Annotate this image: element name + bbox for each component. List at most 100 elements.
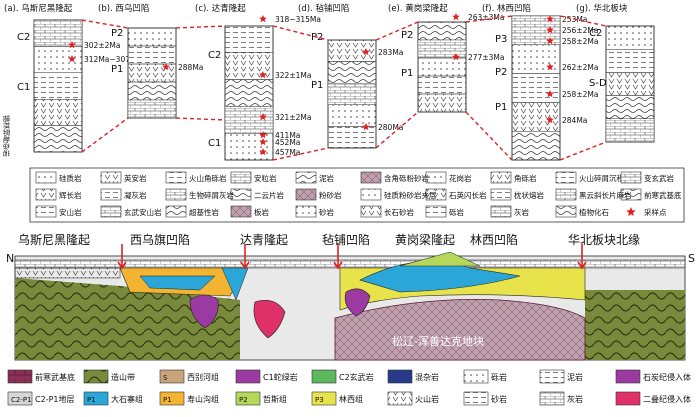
basement-note: 锡林郭勒杂岩	[2, 115, 11, 157]
sample-star	[546, 15, 554, 23]
lithology-band	[511, 73, 561, 103]
volcanic-edifice	[359, 260, 521, 293]
sample-star	[259, 71, 267, 79]
legend-symbol	[360, 205, 382, 218]
legend-symbol	[425, 188, 447, 201]
sample-star	[546, 37, 554, 45]
correlation-line	[175, 117, 226, 121]
period-label: P2	[495, 67, 507, 78]
age-label: 321±2Ma	[275, 113, 311, 122]
correlation-line	[81, 117, 129, 153]
lithology-band	[327, 104, 377, 127]
lithology-band	[327, 82, 377, 105]
legend-label: C2玄武岩	[339, 372, 374, 382]
sample-star	[259, 15, 267, 23]
legend-swatch	[235, 369, 261, 384]
legend-label: 砂岩	[319, 207, 334, 217]
dashizhai-layer	[139, 275, 216, 291]
column-title: (a). 乌斯尼黑隆起	[4, 3, 73, 14]
period-label: P1	[111, 64, 123, 75]
column-title: (f). 林西凹陷	[482, 3, 531, 14]
legend-label: 混杂岩	[415, 372, 439, 382]
lithology-band	[417, 39, 467, 59]
legend-swatch	[387, 391, 413, 406]
legend-swatch-symbol: S	[163, 374, 168, 382]
lithology-band	[224, 132, 274, 161]
legend-symbol	[230, 171, 252, 184]
column-f: (f). 林西凹陷P3P2P1253Ma256±2Ma258±2Ma262±2M…	[482, 3, 598, 161]
legend-label: 前寒武基底	[35, 372, 75, 382]
legend-symbol	[360, 188, 382, 201]
lithology-band	[127, 27, 177, 47]
orogenic-belt-south	[585, 290, 685, 360]
age-label: 262±2Ma	[562, 63, 598, 72]
lithology-band	[127, 63, 177, 83]
age-label: 283Ma	[378, 48, 403, 57]
correlation-line	[375, 21, 419, 41]
period-label: P1	[495, 102, 507, 113]
orogenic-belt-north	[15, 278, 240, 360]
age-label: 318~315Ma	[275, 15, 321, 24]
legend-symbol	[165, 205, 187, 218]
correlation-line	[375, 111, 419, 149]
sample-star	[259, 131, 267, 139]
lithology-band	[327, 126, 377, 149]
legend-symbol	[100, 171, 122, 184]
legend-symbol	[620, 171, 642, 184]
legend-label: 变玄武岩	[644, 173, 674, 183]
age-label: 288Ma	[178, 63, 203, 72]
legend-label: 花岗岩	[449, 173, 472, 183]
lithology-band	[605, 72, 655, 96]
lithology-band	[33, 46, 83, 74]
lithology-band	[127, 99, 177, 119]
legend-label: 安山岩	[59, 207, 82, 217]
fault-arrow	[577, 244, 587, 270]
legend-symbol	[425, 171, 447, 184]
legend-label: 含角砾粉砂岩	[384, 173, 429, 183]
rock-legend: 硅质岩英安岩火山角砾岩安粒岩泥岩含角砾粉砂岩花岗岩角砾岩火山碎屑沉积岩变玄武岩辉…	[29, 167, 685, 223]
lithology-band	[605, 95, 655, 119]
volcanic-layer	[14, 267, 121, 279]
correlation-line	[81, 19, 129, 29]
legend-label: 砂岩	[491, 394, 507, 404]
legend-label: C1蛇绿岩	[263, 372, 298, 382]
north-label: N	[6, 252, 14, 265]
permian-intrusion	[253, 300, 286, 339]
legend-label: 灰岩	[514, 207, 529, 217]
legend-label: 造山带	[111, 372, 135, 382]
zhesi-layer	[399, 251, 481, 267]
basement-block	[334, 298, 586, 361]
legend-swatch	[615, 369, 641, 384]
lithology-band	[224, 25, 274, 53]
age-label: 322±1Ma	[275, 71, 311, 80]
period-label: C2	[17, 32, 30, 43]
period-label: S-D	[589, 78, 607, 89]
lithology-band	[33, 125, 83, 153]
fault-arrow	[333, 244, 343, 270]
legend-symbol	[230, 188, 252, 201]
legend-symbol	[230, 205, 252, 218]
legend-label: 泥岩	[319, 173, 334, 183]
correlation-line	[465, 111, 513, 161]
correlation-line	[559, 141, 607, 161]
sample-star	[362, 48, 370, 56]
lithology-band	[511, 44, 561, 74]
period-label: C1	[17, 82, 30, 93]
legend-label: 灰岩	[567, 394, 583, 404]
legend-label: 植物化石	[579, 207, 609, 217]
legend-label: 寿山沟组	[187, 394, 219, 404]
legend-swatch-symbol: P3	[315, 396, 324, 404]
column-title: (c). 达青隆起	[195, 3, 246, 14]
region-label: 达青隆起	[240, 232, 288, 247]
age-label: 312Ma~307Ma	[84, 55, 141, 64]
legend-swatch	[387, 369, 413, 384]
sample-star	[68, 55, 76, 63]
legend-swatch	[615, 391, 641, 406]
lithology-band	[327, 61, 377, 84]
age-label: 280Ma	[378, 123, 403, 132]
legend-label: 枕状熔岩	[514, 190, 544, 200]
carboniferous-intrusion	[189, 294, 219, 329]
